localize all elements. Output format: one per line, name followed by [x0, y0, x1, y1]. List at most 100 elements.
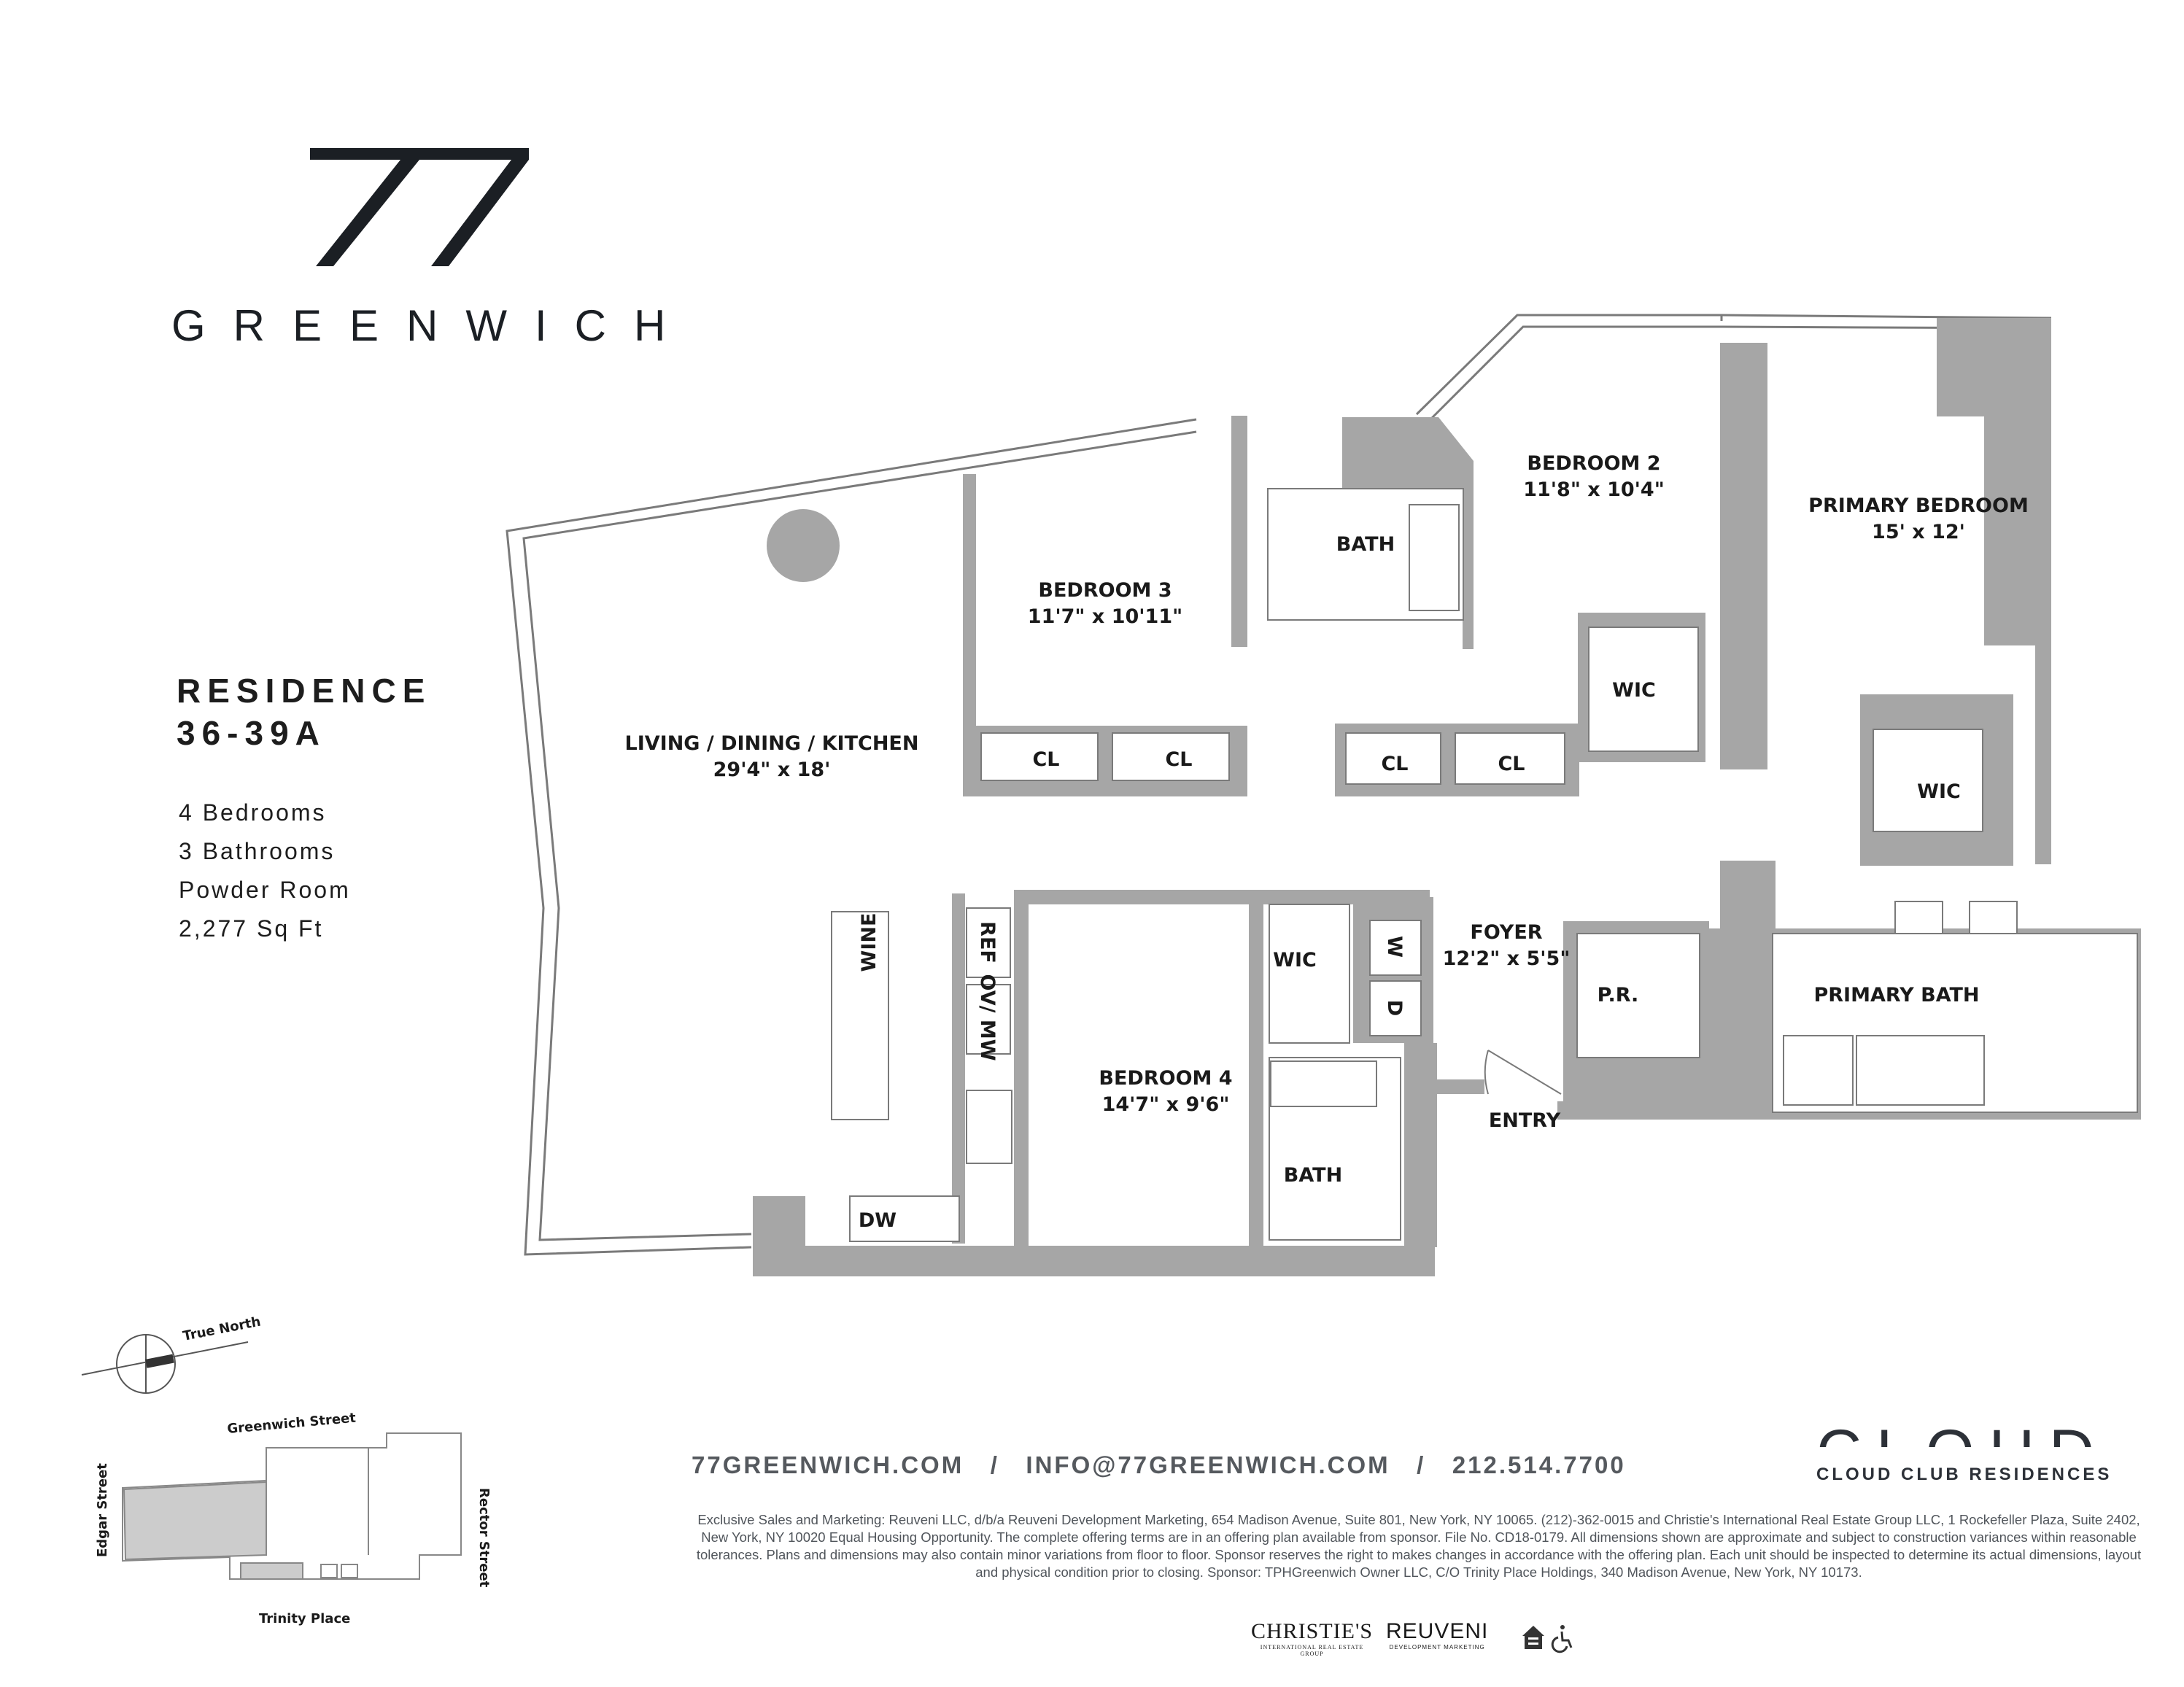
room-primary-bedroom-dims: 15' x 12' — [1872, 521, 1965, 543]
reuveni-logo: REUVENI DEVELOPMENT MARKETING — [1386, 1619, 1488, 1651]
ovmw-box — [966, 984, 1011, 1055]
contact-website[interactable]: 77GREENWICH.COM — [692, 1451, 964, 1478]
christies-group: GROUP — [1300, 1651, 1324, 1657]
wall-bath4-east — [1404, 1043, 1437, 1247]
room-dryer: D — [1383, 1000, 1406, 1016]
site-street-north: Greenwich Street — [227, 1411, 357, 1437]
room-dw: DW — [859, 1209, 897, 1232]
residence-title-line1: RESIDENCE — [177, 672, 432, 710]
closet-bed2-right — [1455, 732, 1565, 785]
room-wic-primary: WIC — [1917, 780, 1961, 803]
exterior-wall-north-bed2 — [1415, 314, 1723, 416]
wall-bed2-primary-divider — [1720, 343, 1767, 769]
closet-bed2-left — [1345, 732, 1441, 785]
wine-island — [831, 911, 889, 1120]
site-icon-a — [320, 1564, 338, 1578]
room-wine: WINE — [858, 913, 880, 972]
room-bedroom2-name: BEDROOM 2 — [1527, 452, 1660, 475]
christies-logo: CHRISTIE'S INTERNATIONAL REAL ESTATE GRO… — [1251, 1619, 1373, 1657]
site-entrance — [240, 1562, 303, 1580]
room-ovmw: OV/ MW — [976, 974, 999, 1060]
round-column-icon — [767, 509, 840, 582]
contact-line: 77GREENWICH.COM / INFO@77GREENWICH.COM /… — [692, 1451, 1626, 1479]
room-foyer-dims: 12'2" x 5'5" — [1443, 947, 1571, 970]
contact-separator-1: / — [990, 1451, 999, 1478]
residence-title-line2: 36-39A — [177, 714, 326, 752]
legal-disclaimer: Exclusive Sales and Marketing: Reuveni L… — [696, 1512, 2142, 1580]
room-cl-3: CL — [1381, 753, 1408, 775]
room-primary-bedroom-name: PRIMARY BEDROOM — [1808, 495, 2029, 517]
wall-kitchen-south — [753, 1246, 1435, 1276]
closet-bed3-right — [1112, 732, 1230, 781]
wall-bed4-north — [1014, 890, 1430, 904]
site-plan: True North Greenwich Street Edgar Street… — [81, 1314, 492, 1626]
room-cl-4: CL — [1498, 753, 1525, 775]
room-powder-room: P.R. — [1598, 984, 1639, 1007]
fact-powder-room: Powder Room — [179, 877, 351, 903]
room-bedroom3-name: BEDROOM 3 — [1038, 579, 1172, 602]
room-washer: W — [1383, 936, 1406, 958]
room-bath-bottom: BATH — [1284, 1164, 1342, 1187]
room-ref: REF — [976, 921, 999, 963]
entry-door-swing — [1484, 1050, 1562, 1095]
christies-sub: INTERNATIONAL REAL ESTATE — [1260, 1644, 1364, 1651]
wic-bed2-interior — [1588, 627, 1699, 752]
exterior-wall-north-bed2-inner — [1427, 325, 1722, 423]
north-arrow-bar — [145, 1354, 174, 1368]
pr-interior — [1576, 933, 1700, 1058]
wall-bed3-west — [963, 474, 976, 795]
contact-phone[interactable]: 212.514.7700 — [1452, 1451, 1626, 1478]
fact-square-feet: 2,277 Sq Ft — [179, 915, 324, 942]
room-wic-bed4: WIC — [1273, 949, 1317, 972]
site-icon-b — [341, 1564, 358, 1578]
room-bedroom2-dims: 11'8" x 10'4" — [1523, 478, 1665, 501]
wall-bath-bed3-divider — [1231, 470, 1247, 647]
vanity-primary-right — [1969, 901, 2018, 934]
logo-seven-left — [310, 148, 419, 266]
exterior-outline — [506, 314, 2052, 1256]
exterior-wall-north-primary — [1721, 314, 2052, 319]
wall-primary-east — [1937, 318, 2051, 864]
wic-bed4-interior — [1269, 904, 1350, 1044]
room-entry: ENTRY — [1489, 1109, 1561, 1132]
room-wic-bed2: WIC — [1612, 679, 1656, 702]
site-tower-footprint — [123, 1481, 267, 1561]
contact-separator-2: / — [1417, 1451, 1426, 1478]
site-street-east: Rector Street — [476, 1488, 492, 1588]
wall-bed4-west — [1014, 890, 1029, 1247]
cloud-club-logo: CLOUD — [1816, 1421, 2123, 1447]
room-bedroom4-dims: 14'7" x 9'6" — [1102, 1093, 1230, 1116]
brand-logo-77 — [310, 148, 529, 266]
site-street-west: Edgar Street — [95, 1463, 110, 1557]
site-street-south: Trinity Place — [259, 1611, 350, 1626]
fact-bedrooms: 4 Bedrooms — [179, 799, 327, 826]
room-bedroom3-dims: 11'7" x 10'11" — [1028, 605, 1182, 628]
site-true-north: True North — [182, 1314, 262, 1344]
room-bedroom4-name: BEDROOM 4 — [1099, 1067, 1232, 1090]
wall-foyer-south — [1433, 1079, 1484, 1094]
wall-kitchen-island-side — [952, 893, 965, 1244]
dryer-box — [1369, 980, 1422, 1036]
residence-facts: 4 Bedrooms 3 Bathrooms Powder Room 2,277… — [179, 794, 351, 948]
washer-box — [1369, 920, 1422, 976]
reuveni-sub: DEVELOPMENT MARKETING — [1389, 1644, 1485, 1651]
cloud-club-tagline: CLOUD CLUB RESIDENCES — [1816, 1465, 2113, 1484]
compliance-icons — [1522, 1625, 1573, 1653]
christies-name: CHRISTIE'S — [1251, 1619, 1374, 1643]
exterior-wall-west — [506, 418, 1197, 1256]
room-bath-top: BATH — [1336, 533, 1395, 556]
vanity-primary-left — [1894, 901, 1943, 934]
wall-bath-top — [1231, 416, 1247, 470]
contact-email[interactable]: INFO@77GREENWICH.COM — [1026, 1451, 1390, 1478]
wall-bath-angle — [1342, 417, 1474, 649]
tub-primary — [1856, 1035, 1985, 1106]
room-cl-2: CL — [1165, 748, 1192, 771]
room-cl-1: CL — [1032, 748, 1059, 771]
tub-top — [1409, 504, 1460, 611]
cooktop — [966, 1090, 1012, 1164]
cloud-club-word: CLOUD — [1816, 1421, 2123, 1447]
wic-primary-interior — [1873, 729, 1983, 832]
shower-primary — [1783, 1035, 1854, 1106]
wall-bed4-east — [1249, 890, 1263, 1247]
